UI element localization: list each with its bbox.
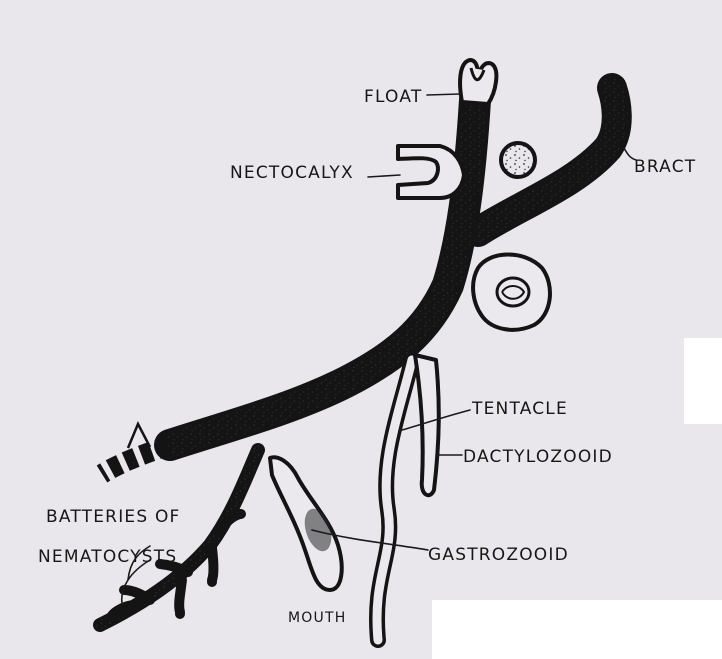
paper-patch-right	[684, 338, 722, 424]
nematocyst-branch	[100, 450, 258, 625]
side-bud	[501, 143, 535, 177]
paper-patch-bottom	[432, 600, 722, 659]
label-tentacle: TENTACLE	[471, 399, 568, 419]
label-batteries-line1: BATTERIES OF	[46, 507, 181, 527]
stem-dashed-end	[102, 424, 168, 474]
label-float: FLOAT	[364, 87, 422, 107]
label-batteries-line2: NEMATOCYSTS	[38, 547, 177, 567]
float-shape	[460, 60, 496, 104]
tentacle-shape	[377, 360, 412, 640]
gonophore-shape	[473, 255, 550, 330]
label-mouth: MOUTH	[288, 610, 346, 626]
label-dactylozooid: DACTYLOZOOID	[463, 447, 613, 467]
nectocalyx-shape	[398, 146, 464, 198]
label-nectocalyx: NECTOCALYX	[230, 163, 354, 183]
gastrozooid-shape	[270, 457, 342, 590]
bract-shape	[478, 88, 617, 232]
label-gastrozooid: GASTROZOOID	[428, 545, 569, 565]
label-bract: BRACT	[634, 157, 696, 177]
